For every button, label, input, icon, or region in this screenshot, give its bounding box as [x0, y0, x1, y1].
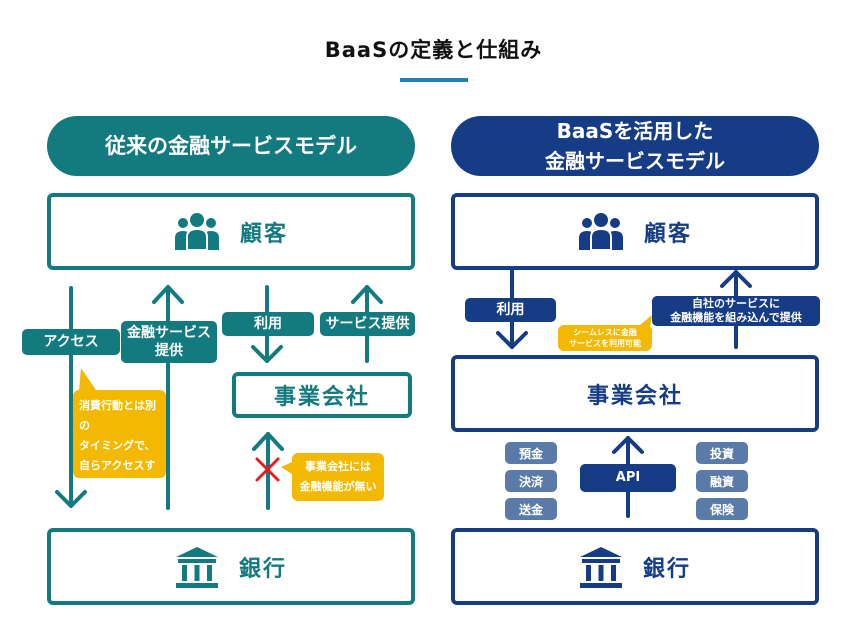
tag-financial-service-provision: 金融サービス 提供 — [121, 321, 217, 363]
tag-use-right-text: 利用 — [496, 302, 525, 318]
tag-use-left: 利用 — [222, 312, 314, 336]
left-heading-text: 従来の金融サービスモデル — [105, 134, 357, 158]
right-company-label: 事業会社 — [586, 383, 683, 409]
note-consumer-access: 消費行動とは別の タイミングで、 自らアクセスする 必要あり — [73, 390, 166, 512]
note-consumer-pointer — [79, 368, 96, 390]
left-company-label: 事業会社 — [273, 385, 370, 410]
people-icon — [578, 212, 623, 251]
right-company-box: 事業会社 — [451, 355, 819, 432]
arrow-access-down — [55, 286, 87, 508]
left-company-box: 事業会社 — [232, 372, 412, 418]
right-heading-line1: BaaSを活用した — [556, 119, 714, 143]
page-title: BaaSの定義と仕組み — [324, 38, 543, 62]
left-heading: 従来の金融サービスモデル — [47, 116, 415, 176]
chip-deposit: 預金 — [505, 442, 557, 464]
right-heading: BaaSを活用した 金融サービスモデル — [451, 116, 819, 176]
note-consumer-line1: 消費行動とは別の — [79, 399, 156, 432]
tag-own-service: 自社のサービスに 金融機能を組み込んで提供 — [652, 296, 820, 326]
tag-api: API — [580, 464, 676, 492]
chip-deposit-text: 預金 — [518, 446, 543, 461]
tag-access-text: アクセス — [43, 334, 99, 350]
chip-loan: 融資 — [696, 470, 748, 492]
right-customer-box: 顧客 — [451, 193, 819, 270]
tag-financial-service-line1: 金融サービス — [127, 325, 211, 341]
left-bank-box: 銀行 — [47, 528, 415, 605]
note-consumer-line2: タイミングで、 — [79, 439, 156, 452]
tag-api-text: API — [615, 470, 641, 485]
chip-investment: 投資 — [696, 442, 748, 464]
note-consumer-line3: 自らアクセスする — [79, 459, 156, 492]
chip-remittance: 送金 — [505, 498, 557, 520]
note-seamless: シームレスに金融 サービスを利用可能 — [558, 325, 652, 351]
note-no-function-line2: 金融機能が無い — [299, 480, 377, 493]
note-seamless-line2: サービスを利用可能 — [569, 339, 641, 348]
note-no-function-line1: 事業会社には — [305, 460, 371, 473]
tag-access: アクセス — [22, 329, 120, 355]
tag-own-service-line2: 金融機能を組み込んで提供 — [670, 311, 802, 324]
chip-investment-text: 投資 — [709, 446, 734, 461]
people-icon — [174, 212, 219, 251]
note-seamless-line1: シームレスに金融 — [573, 328, 637, 337]
arrow-financial-service-up — [152, 285, 184, 510]
chip-remittance-text: 送金 — [518, 502, 543, 517]
note-consumer-line4: 必要あり — [79, 499, 123, 512]
chip-settlement-text: 決済 — [518, 474, 543, 489]
chip-insurance: 保険 — [696, 498, 748, 520]
chip-insurance-text: 保険 — [709, 502, 734, 517]
arrow-right-provision-up — [720, 270, 752, 349]
arrow-service-provision-up — [351, 285, 383, 363]
chip-loan-text: 融資 — [709, 474, 734, 489]
tag-service-provision: サービス提供 — [320, 312, 415, 336]
bank-icon — [175, 546, 218, 588]
arrow-use-down — [251, 285, 283, 363]
tag-financial-service-line2: 提供 — [155, 343, 183, 359]
note-seamless-pointer — [640, 315, 652, 333]
tag-own-service-line1: 自社のサービスに — [692, 297, 780, 310]
title-underline — [400, 78, 468, 82]
right-heading-line2: 金融サービスモデル — [545, 149, 725, 173]
tag-service-provision-text: サービス提供 — [325, 316, 410, 332]
left-bank-label: 銀行 — [238, 556, 287, 582]
bank-icon — [579, 546, 622, 588]
right-bank-label: 銀行 — [642, 556, 691, 582]
tag-use-left-text: 利用 — [254, 316, 282, 332]
left-customer-box: 顧客 — [47, 193, 415, 270]
arrow-api-up — [612, 436, 644, 518]
chip-settlement: 決済 — [505, 470, 557, 492]
cross-icon — [255, 457, 280, 482]
note-no-function-pointer — [281, 462, 292, 474]
tag-use-right: 利用 — [465, 298, 556, 322]
arrow-right-use-down — [496, 269, 528, 349]
right-bank-box: 銀行 — [451, 528, 819, 605]
note-no-financial-function: 事業会社には 金融機能が無い — [292, 453, 384, 501]
left-customer-label: 顧客 — [239, 221, 288, 247]
right-customer-label: 顧客 — [643, 221, 692, 247]
